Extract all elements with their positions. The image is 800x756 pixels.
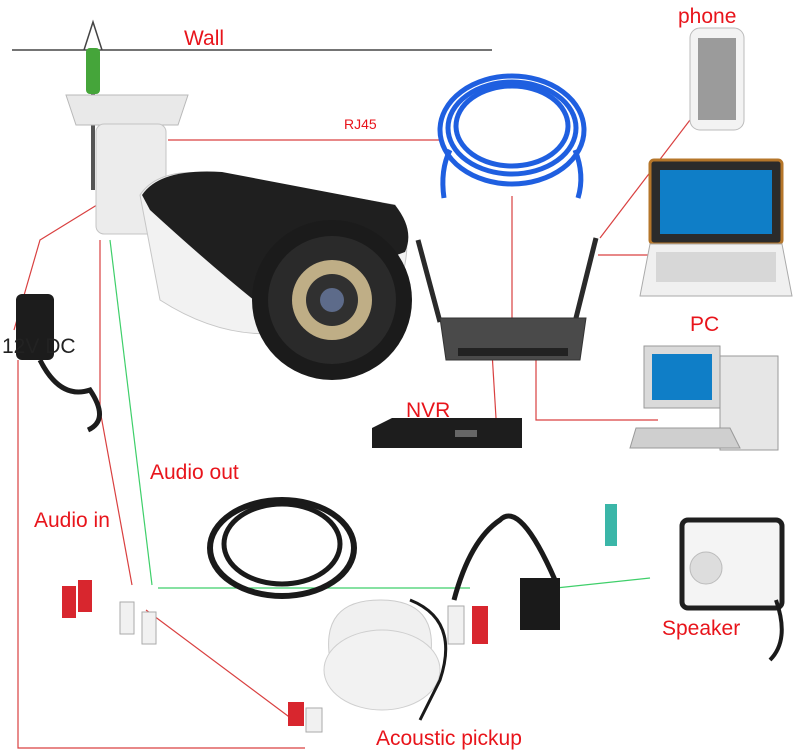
speaker-icon	[605, 504, 785, 662]
pc-label: PC	[690, 313, 720, 336]
wall-label: Wall	[184, 27, 225, 50]
phone-icon	[689, 27, 745, 131]
acoustic-pickup-icon	[288, 598, 448, 733]
phone-label: phone	[678, 5, 737, 28]
nvr-link-wire	[491, 351, 497, 419]
phone-link-wire	[599, 119, 691, 239]
pickup-wire	[145, 609, 301, 726]
wire-lines	[13, 119, 691, 749]
audio-out-label: Audio out	[150, 461, 239, 484]
rj45-cable-icon	[437, 73, 587, 199]
bullet-camera-icon	[65, 94, 412, 380]
router-icon	[415, 237, 599, 361]
y-adapter-icon	[447, 513, 560, 645]
audio-in-label: Audio in	[34, 509, 110, 532]
speaker-label: Speaker	[662, 617, 741, 640]
nvr-icon	[372, 418, 522, 448]
pc-icon	[629, 345, 779, 451]
power-label: 12V DC	[2, 335, 76, 358]
speaker-wire	[555, 577, 651, 589]
av-cable-icon	[62, 497, 357, 645]
laptop-icon	[639, 158, 793, 297]
audio-out-wire	[109, 239, 153, 586]
pc-link-wire	[535, 360, 658, 421]
power-return-wire	[17, 360, 305, 749]
nvr-label: NVR	[406, 399, 451, 422]
power-adapter-icon	[16, 294, 102, 433]
pickup-label: Acoustic pickup	[376, 727, 522, 750]
rj45-label: RJ45	[344, 116, 377, 132]
